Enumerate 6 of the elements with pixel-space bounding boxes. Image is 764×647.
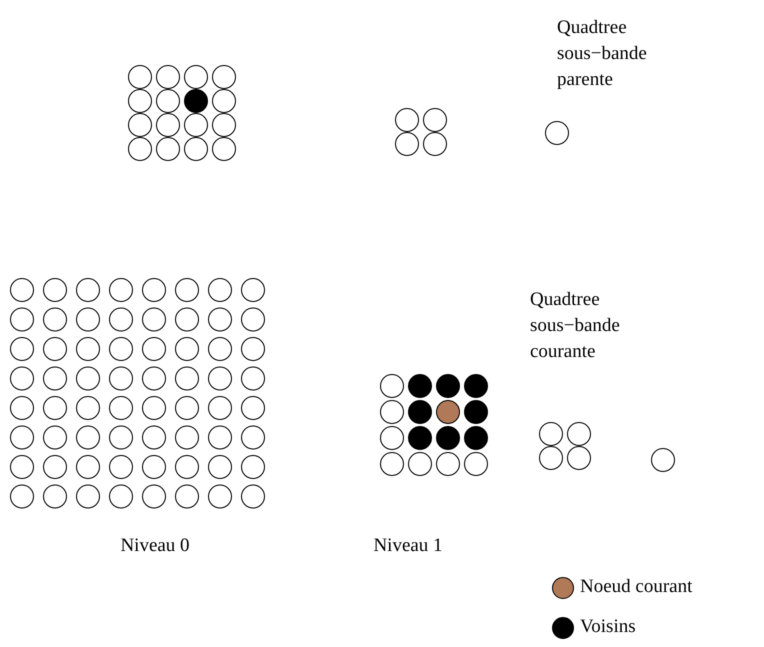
quadtree-heading: Quadtree sous−bande parente (557, 16, 648, 92)
legend-label: Voisins (580, 616, 636, 638)
level-label: Niveau 1 (372, 534, 444, 558)
quadtree-heading: Quadtree sous−bande courante (530, 288, 621, 364)
legend-label: Noeud courant (580, 576, 692, 598)
level-label: Niveau 0 (119, 534, 191, 558)
